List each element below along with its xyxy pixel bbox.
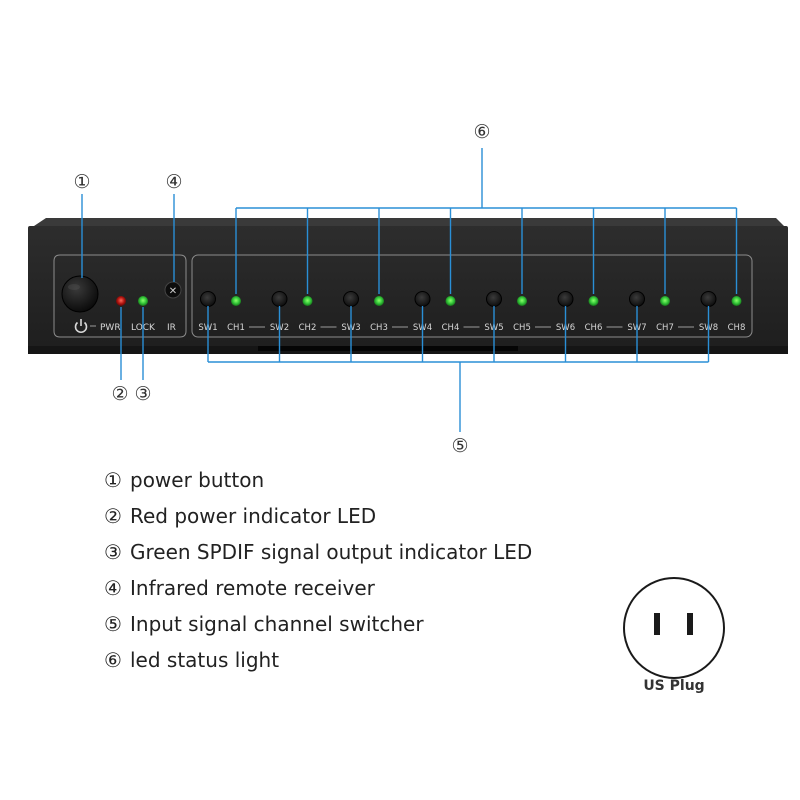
ir-mark: ✕ <box>169 286 177 297</box>
channel-label-7: CH7 <box>656 323 674 333</box>
switch-button-3[interactable] <box>343 291 359 307</box>
channel-led-7 <box>660 296 670 306</box>
pwr-led <box>116 296 126 306</box>
lock-led <box>138 296 148 306</box>
power-icon <box>74 319 88 334</box>
channel-led-2 <box>302 296 313 306</box>
channel-led-4 <box>445 296 456 306</box>
callout-5: ⑤ <box>451 435 468 457</box>
us-plug-icon <box>623 577 725 679</box>
pwr-label: PWR <box>100 323 121 333</box>
callout-3: ③ <box>134 383 151 405</box>
switch-button-4[interactable] <box>414 291 431 307</box>
ir-label: IR <box>167 323 176 333</box>
channel-led-6 <box>588 296 599 306</box>
device-body <box>28 218 788 354</box>
switch-button-8[interactable] <box>700 291 717 307</box>
callout-2: ② <box>111 383 128 405</box>
channel-led-1 <box>231 296 241 306</box>
power-button[interactable] <box>61 275 99 313</box>
ir-receiver-icon <box>164 281 182 299</box>
channel-label-4: CH4 <box>442 323 460 333</box>
us-plug-label: US Plug <box>643 678 705 694</box>
channel-label-1: CH1 <box>227 323 245 333</box>
channel-label-6: CH6 <box>585 323 603 333</box>
channel-label-2: CH2 <box>299 323 317 333</box>
switch-button-6[interactable] <box>557 291 574 307</box>
channel-led-3 <box>374 296 384 306</box>
callout-6: ⑥ <box>473 121 490 143</box>
callout-4: ④ <box>165 171 182 193</box>
left-panel-frame <box>53 254 187 338</box>
switch-button-7[interactable] <box>629 291 645 307</box>
channel-label-5: CH5 <box>513 323 531 333</box>
switch-button-5[interactable] <box>486 291 502 307</box>
switch-button-2[interactable] <box>271 291 288 307</box>
callout-lines <box>81 148 738 432</box>
channel-led-8 <box>731 296 742 306</box>
channel-panel-frame <box>191 254 753 338</box>
channel-label-8: CH8 <box>728 323 746 333</box>
channel-led-5 <box>517 296 527 306</box>
channel-label-3: CH3 <box>370 323 388 333</box>
callout-1: ① <box>73 171 90 193</box>
switch-button-1[interactable] <box>200 291 216 307</box>
